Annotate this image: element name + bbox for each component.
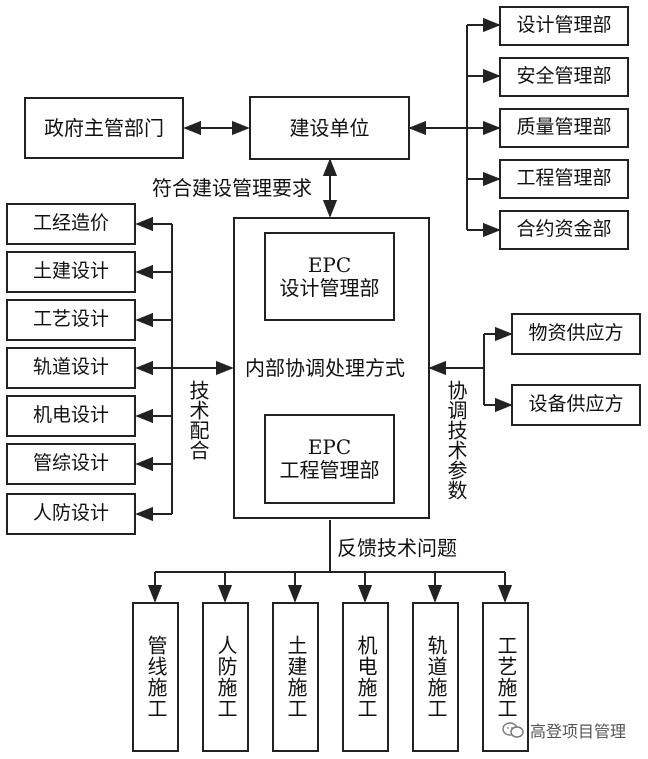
discipline-process: 工艺设计	[6, 299, 136, 341]
watermark: 高登项目管理	[502, 718, 626, 742]
label-tech-coop: 技术配合	[186, 380, 210, 460]
dept-design: 设计管理部	[499, 6, 629, 46]
construction-mep: 机电施工	[342, 602, 389, 752]
construction-process: 工艺施工	[482, 602, 529, 752]
label-coord-params: 协调技术参数	[444, 380, 468, 500]
discipline-pipeline: 管综设计	[6, 443, 136, 485]
discipline-cost: 工经造价	[6, 203, 136, 245]
watermark-text: 高登项目管理	[530, 722, 627, 741]
construction-civil-defense: 人防施工	[202, 602, 249, 752]
discipline-track: 轨道设计	[6, 347, 136, 389]
epc-coordination-label: 内部协调处理方式	[245, 356, 405, 380]
dept-quality: 质量管理部	[499, 108, 629, 148]
construction-civil: 土建施工	[272, 602, 319, 752]
supplier-materials: 物资供应方	[511, 313, 641, 355]
supplier-equipment: 设备供应方	[511, 384, 641, 426]
dept-contract-finance: 合约资金部	[499, 210, 629, 250]
label-compliance: 符合建设管理要求	[152, 176, 312, 200]
dept-safety: 安全管理部	[499, 57, 629, 97]
discipline-civil: 土建设计	[6, 251, 136, 293]
wechat-icon	[502, 722, 524, 738]
epc-design-box: EPC 设计管理部	[264, 232, 395, 321]
construction-track: 轨道施工	[412, 602, 459, 752]
discipline-mep: 机电设计	[6, 395, 136, 437]
label-feedback: 反馈技术问题	[337, 536, 457, 560]
dept-engineering: 工程管理部	[499, 159, 629, 199]
discipline-civil-defense: 人防设计	[6, 493, 136, 535]
epc-engineering-box: EPC 工程管理部	[264, 414, 395, 504]
owner-box: 建设单位	[249, 96, 410, 160]
construction-pipeline: 管线施工	[132, 602, 179, 752]
government-box: 政府主管部门	[24, 97, 184, 159]
